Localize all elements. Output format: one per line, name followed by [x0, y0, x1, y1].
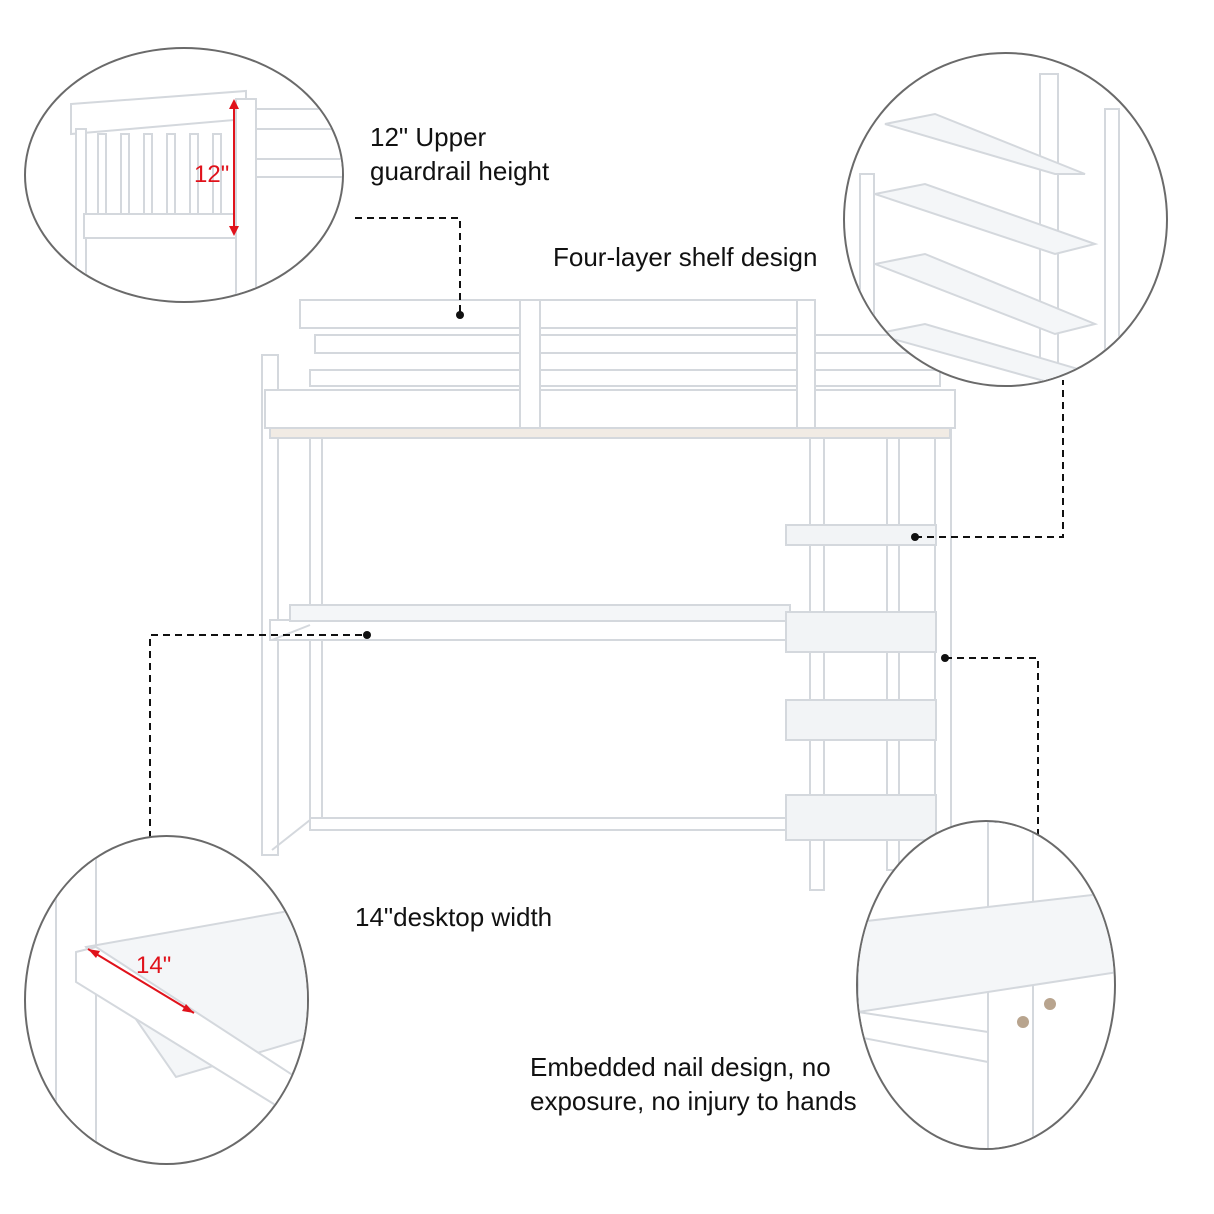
- guardrail-detail-image: [70, 89, 342, 301]
- desktop-detail-image: [55, 837, 307, 1163]
- nail-callout: Embedded nail design, no exposure, no in…: [530, 1050, 857, 1118]
- desktop-measure-label: 14": [136, 952, 172, 979]
- desktop-callout: 14"desktop width: [355, 902, 553, 932]
- shelf-callout: Four-layer shelf design: [553, 242, 818, 272]
- nail-detail-image: [858, 822, 1114, 1148]
- guardrail-callout: 12" Upper guardrail height: [370, 120, 549, 188]
- guardrail-measure-label: 12": [194, 161, 230, 188]
- guardrail-detail-circle: 12": [24, 47, 344, 303]
- nail-callout-line2: exposure, no injury to hands: [530, 1086, 857, 1116]
- nail-head-icon: [1044, 998, 1056, 1010]
- nail-head-icon: [1017, 1016, 1029, 1028]
- shelf-detail-circle: [843, 52, 1168, 387]
- nail-callout-line1: Embedded nail design, no: [530, 1052, 831, 1082]
- nail-detail-circle: [856, 820, 1116, 1150]
- shelf-detail-image: [859, 73, 1120, 385]
- guardrail-callout-line1: 12" Upper: [370, 122, 487, 152]
- guardrail-callout-line2: guardrail height: [370, 156, 550, 186]
- desktop-detail-circle: 14": [24, 835, 309, 1165]
